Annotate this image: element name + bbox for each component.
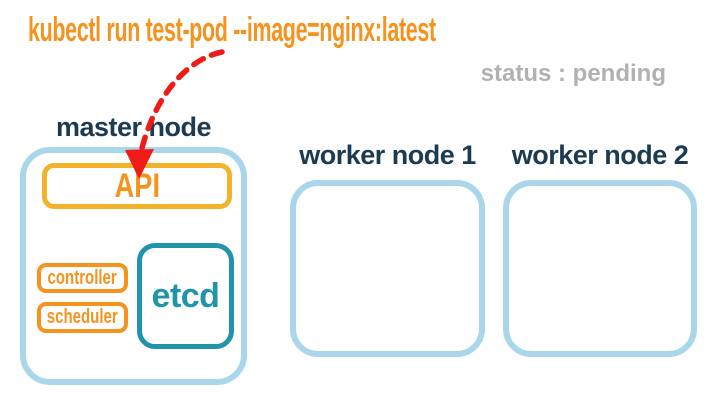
status-text: status : pending bbox=[480, 60, 666, 87]
etcd-box: etcd bbox=[137, 243, 234, 349]
master-node-label: master node bbox=[55, 112, 212, 142]
worker-node-2-label: worker node 2 bbox=[511, 140, 689, 170]
worker-node-2-box bbox=[503, 180, 697, 357]
api-box: API bbox=[42, 163, 232, 209]
scheduler-box: scheduler bbox=[37, 302, 128, 333]
worker-node-1-label: worker node 1 bbox=[299, 140, 476, 170]
api-label: API bbox=[114, 166, 160, 205]
master-node-box: API etcd controller scheduler bbox=[20, 147, 247, 385]
worker-node-1-box bbox=[290, 180, 485, 357]
kubectl-command-text: kubectl run test-pod --image=nginx:lates… bbox=[28, 11, 436, 49]
controller-box: controller bbox=[37, 263, 128, 293]
etcd-label: etcd bbox=[151, 276, 220, 315]
scheduler-label: scheduler bbox=[47, 306, 118, 328]
controller-label: controller bbox=[47, 266, 118, 289]
